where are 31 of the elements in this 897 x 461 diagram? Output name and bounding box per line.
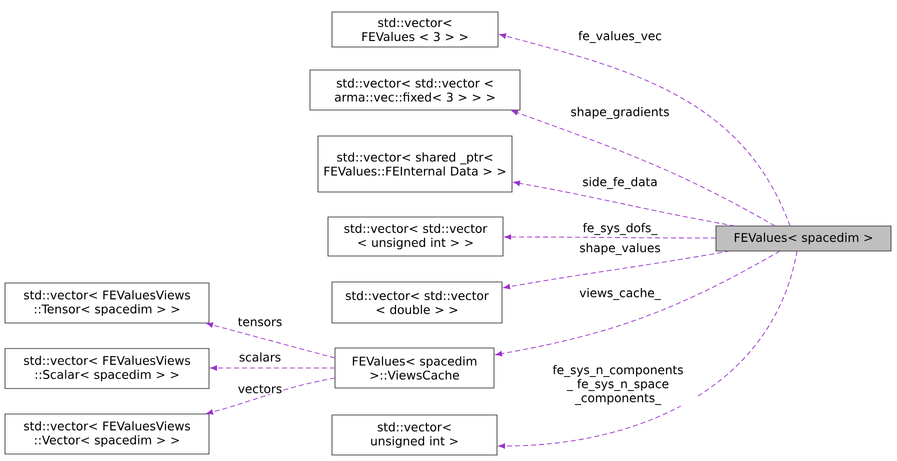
- class-box: std::vector< unsigned int >: [332, 414, 498, 456]
- edge-label: scalars: [238, 351, 282, 363]
- arrow: [504, 234, 716, 240]
- class-box-highlighted: FEValues< spacedim >: [716, 226, 892, 252]
- edge-label: fe_sys_dofs_: [582, 222, 658, 236]
- class-box: std::vector< std::vector < double > >: [332, 282, 502, 324]
- class-box: FEValues< spacedim >::ViewsCache: [334, 348, 494, 388]
- edge-label: shape_values: [578, 242, 662, 256]
- arrow: [206, 322, 336, 358]
- arrow: [495, 250, 780, 356]
- class-box: std::vector< shared _ptr< FEValues::FEInternal Data > >: [318, 136, 512, 192]
- edge-label: shape_gradients: [570, 106, 670, 120]
- edge-label: tensors: [236, 316, 284, 328]
- arrow: [513, 180, 736, 226]
- class-box: std::vector< FEValuesViews ::Vector< spacedim > >: [4, 414, 210, 454]
- arrow: [206, 378, 336, 415]
- class-box: std::vector< FEValuesViews ::Scalar< spacedim > >: [4, 348, 210, 389]
- arrow: [498, 250, 798, 449]
- arrow: [499, 33, 790, 226]
- edge-label: side_fe_data: [581, 176, 659, 190]
- arrow: [511, 110, 776, 226]
- edge-label: views_cache_: [578, 287, 662, 301]
- arrow: [503, 250, 730, 290]
- arrow: [210, 365, 336, 371]
- edge-label: fe_sys_n_components _ fe_sys_n_space _components_: [540, 364, 696, 406]
- class-box: std::vector< FEValuesViews ::Tensor< spacedim > >: [4, 282, 210, 324]
- class-box: std::vector< std::vector < unsigned int > >: [328, 216, 504, 256]
- class-box: std::vector< std::vector < arma::vec::fixed< 3 > > >: [310, 70, 520, 110]
- edge-label: fe_values_vec: [577, 30, 663, 44]
- class-box: std::vector< FEValues < 3 > >: [332, 12, 498, 48]
- edge-label: vectors: [236, 384, 284, 394]
